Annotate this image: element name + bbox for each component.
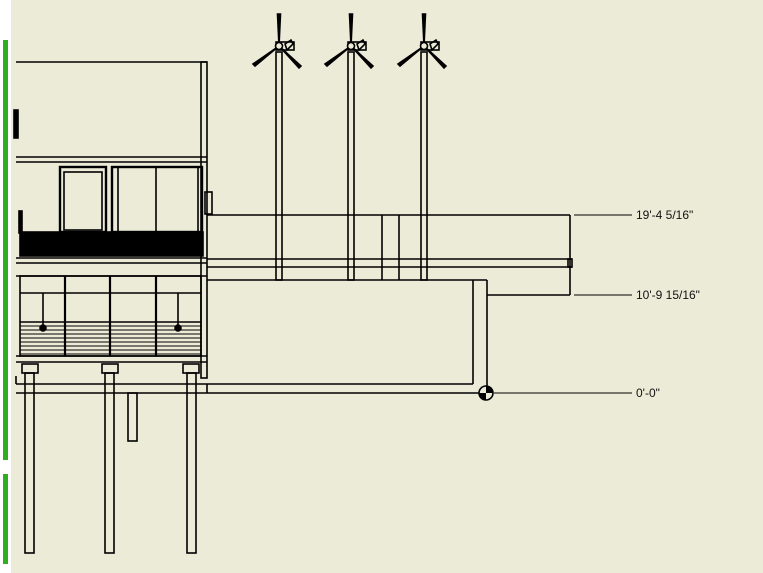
level-label-roof: 19'-4 5/16" [636,208,693,222]
pile [186,372,197,554]
platform-structure [206,214,573,394]
pile [104,372,115,554]
pile [24,372,35,554]
level-leaders [494,214,632,394]
sidebar-green-bar [3,40,8,460]
upper-window [110,165,204,234]
level-label-upper: 10'-9 15/16" [636,288,700,302]
wind-turbine-icon [251,13,303,281]
balcony-rail [19,231,204,257]
wind-turbine-icon [396,13,448,281]
sidebar-green-bar [3,474,8,564]
sidebar-strip [0,0,11,573]
level-label-ground: 0'-0" [636,386,660,400]
building-elevation [13,61,213,554]
upper-window [58,165,108,234]
level-datum-icon [478,385,494,401]
wind-turbine-icon [323,13,375,281]
